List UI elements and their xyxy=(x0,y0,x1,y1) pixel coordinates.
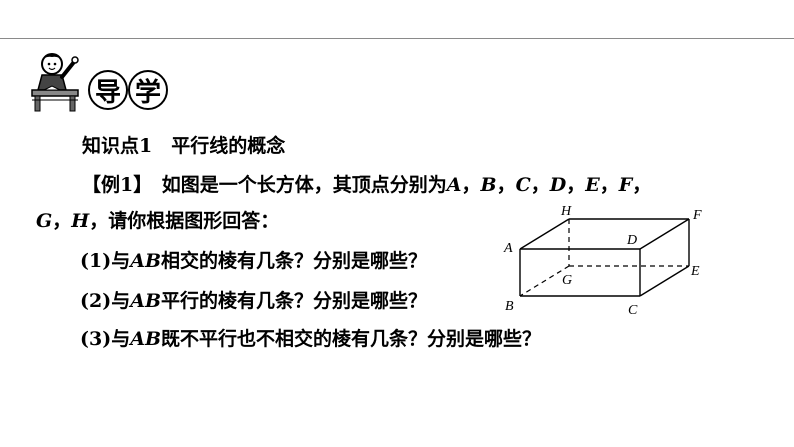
example-label: 【例1】 xyxy=(82,174,143,196)
vertex-label: D xyxy=(549,174,567,196)
label-B: B xyxy=(505,299,514,314)
segment-label: AB xyxy=(130,250,162,272)
question-2: (2)与AB平行的棱有几条？分别是哪些？ xyxy=(80,292,427,311)
vertex-label: A xyxy=(446,174,462,196)
edge-AH xyxy=(519,218,570,250)
separator: ， xyxy=(599,174,619,196)
question-text: 既不平行也不相交的棱有几条？分别是哪些？ xyxy=(161,328,542,350)
edge-GB xyxy=(519,265,570,297)
vertex-label: C xyxy=(515,174,531,196)
question-number: (1) xyxy=(80,250,112,272)
question-text: 平行的棱有几条？分别是哪些？ xyxy=(161,290,428,312)
edge-FD xyxy=(639,218,690,250)
label-F: F xyxy=(692,208,702,223)
separator: ， xyxy=(461,174,481,196)
label-H: H xyxy=(560,204,572,219)
example-line-2: G，H，请你根据图形回答： xyxy=(36,212,279,231)
label-D: D xyxy=(626,233,637,248)
separator: ， xyxy=(530,174,550,196)
example-text-end: ，请你根据图形回答： xyxy=(89,210,280,232)
example-line-1: 【例1】 如图是一个长方体，其顶点分别为A，B，C，D，E，F， xyxy=(82,176,651,195)
segment-label: AB xyxy=(130,328,162,350)
question-text: 与 xyxy=(111,328,131,350)
question-text: 与 xyxy=(111,250,131,272)
example-text: 如图是一个长方体，其顶点分别为 xyxy=(161,174,447,196)
label-G: G xyxy=(562,273,572,288)
student-reading-icon xyxy=(31,53,79,112)
separator: ， xyxy=(52,210,72,232)
vertex-label: E xyxy=(585,174,600,196)
segment-label: AB xyxy=(130,290,162,312)
question-text: 与 xyxy=(111,290,131,312)
cuboid-figure: A B C D E F G H xyxy=(503,204,702,315)
top-divider xyxy=(0,38,794,39)
separator: ， xyxy=(566,174,586,196)
separator: ， xyxy=(632,174,652,196)
knowledge-point-heading: 知识点1 平行线的概念 xyxy=(82,135,286,157)
vertex-label: H xyxy=(71,210,90,232)
label-A: A xyxy=(503,241,513,256)
question-3: (3)与AB既不平行也不相交的棱有几条？分别是哪些？ xyxy=(80,330,541,349)
vertex-label: G xyxy=(36,210,53,232)
question-1: (1)与AB相交的棱有几条？分别是哪些？ xyxy=(80,252,427,271)
label-C: C xyxy=(628,303,638,315)
question-number: (3) xyxy=(80,328,112,350)
vertex-label: F xyxy=(618,174,633,196)
question-number: (2) xyxy=(80,290,112,312)
vertex-label: B xyxy=(480,174,497,196)
edge-EC xyxy=(639,265,690,297)
separator: ， xyxy=(496,174,516,196)
question-text: 相交的棱有几条？分别是哪些？ xyxy=(161,250,428,272)
section-badge-dao: 导 xyxy=(88,70,128,110)
section-badge-xue: 学 xyxy=(128,70,168,110)
label-E: E xyxy=(690,264,700,279)
